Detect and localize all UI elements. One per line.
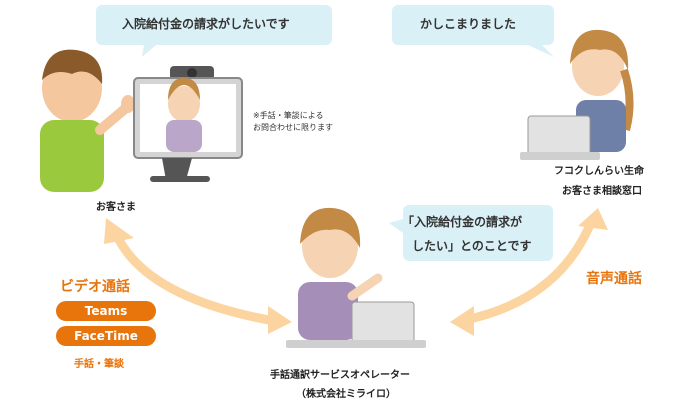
company-label-line1: フコクしんらい生命 bbox=[554, 162, 644, 177]
company-label-line2: お客さま相談窓口 bbox=[562, 182, 642, 197]
facetime-badge: FaceTime bbox=[56, 326, 156, 346]
arrow-head-operator-left bbox=[268, 306, 292, 334]
operator-bubble-text-line2: したい」とのことです bbox=[412, 236, 532, 256]
video-call-title: ビデオ通話 bbox=[60, 276, 130, 296]
operator-bubble-text-line1: 「入院給付金の請求が bbox=[402, 212, 522, 232]
arrow-head-customer bbox=[104, 218, 134, 244]
note-line2: お問合わせに限ります bbox=[253, 122, 333, 134]
company-staff-figure bbox=[520, 30, 630, 160]
teams-badge: Teams bbox=[56, 301, 156, 321]
video-call-footer: 手話・筆談 bbox=[74, 355, 124, 370]
arrow-head-company bbox=[578, 208, 608, 230]
customer-label: お客さま bbox=[96, 198, 136, 213]
customer-figure bbox=[40, 50, 135, 192]
arrow-head-operator-right bbox=[450, 306, 474, 336]
operator-label-line2: （株式会社ミライロ） bbox=[296, 385, 396, 400]
operator-label-line1: 手話通訳サービスオペレーター bbox=[270, 366, 410, 381]
voice-call-title: 音声通話 bbox=[586, 268, 642, 288]
note-line1: ※手話・筆談による bbox=[253, 110, 323, 122]
video-monitor bbox=[134, 66, 242, 182]
customer-bubble-text: 入院給付金の請求がしたいです bbox=[122, 14, 290, 34]
company-bubble-text: かしこまりました bbox=[420, 14, 516, 34]
